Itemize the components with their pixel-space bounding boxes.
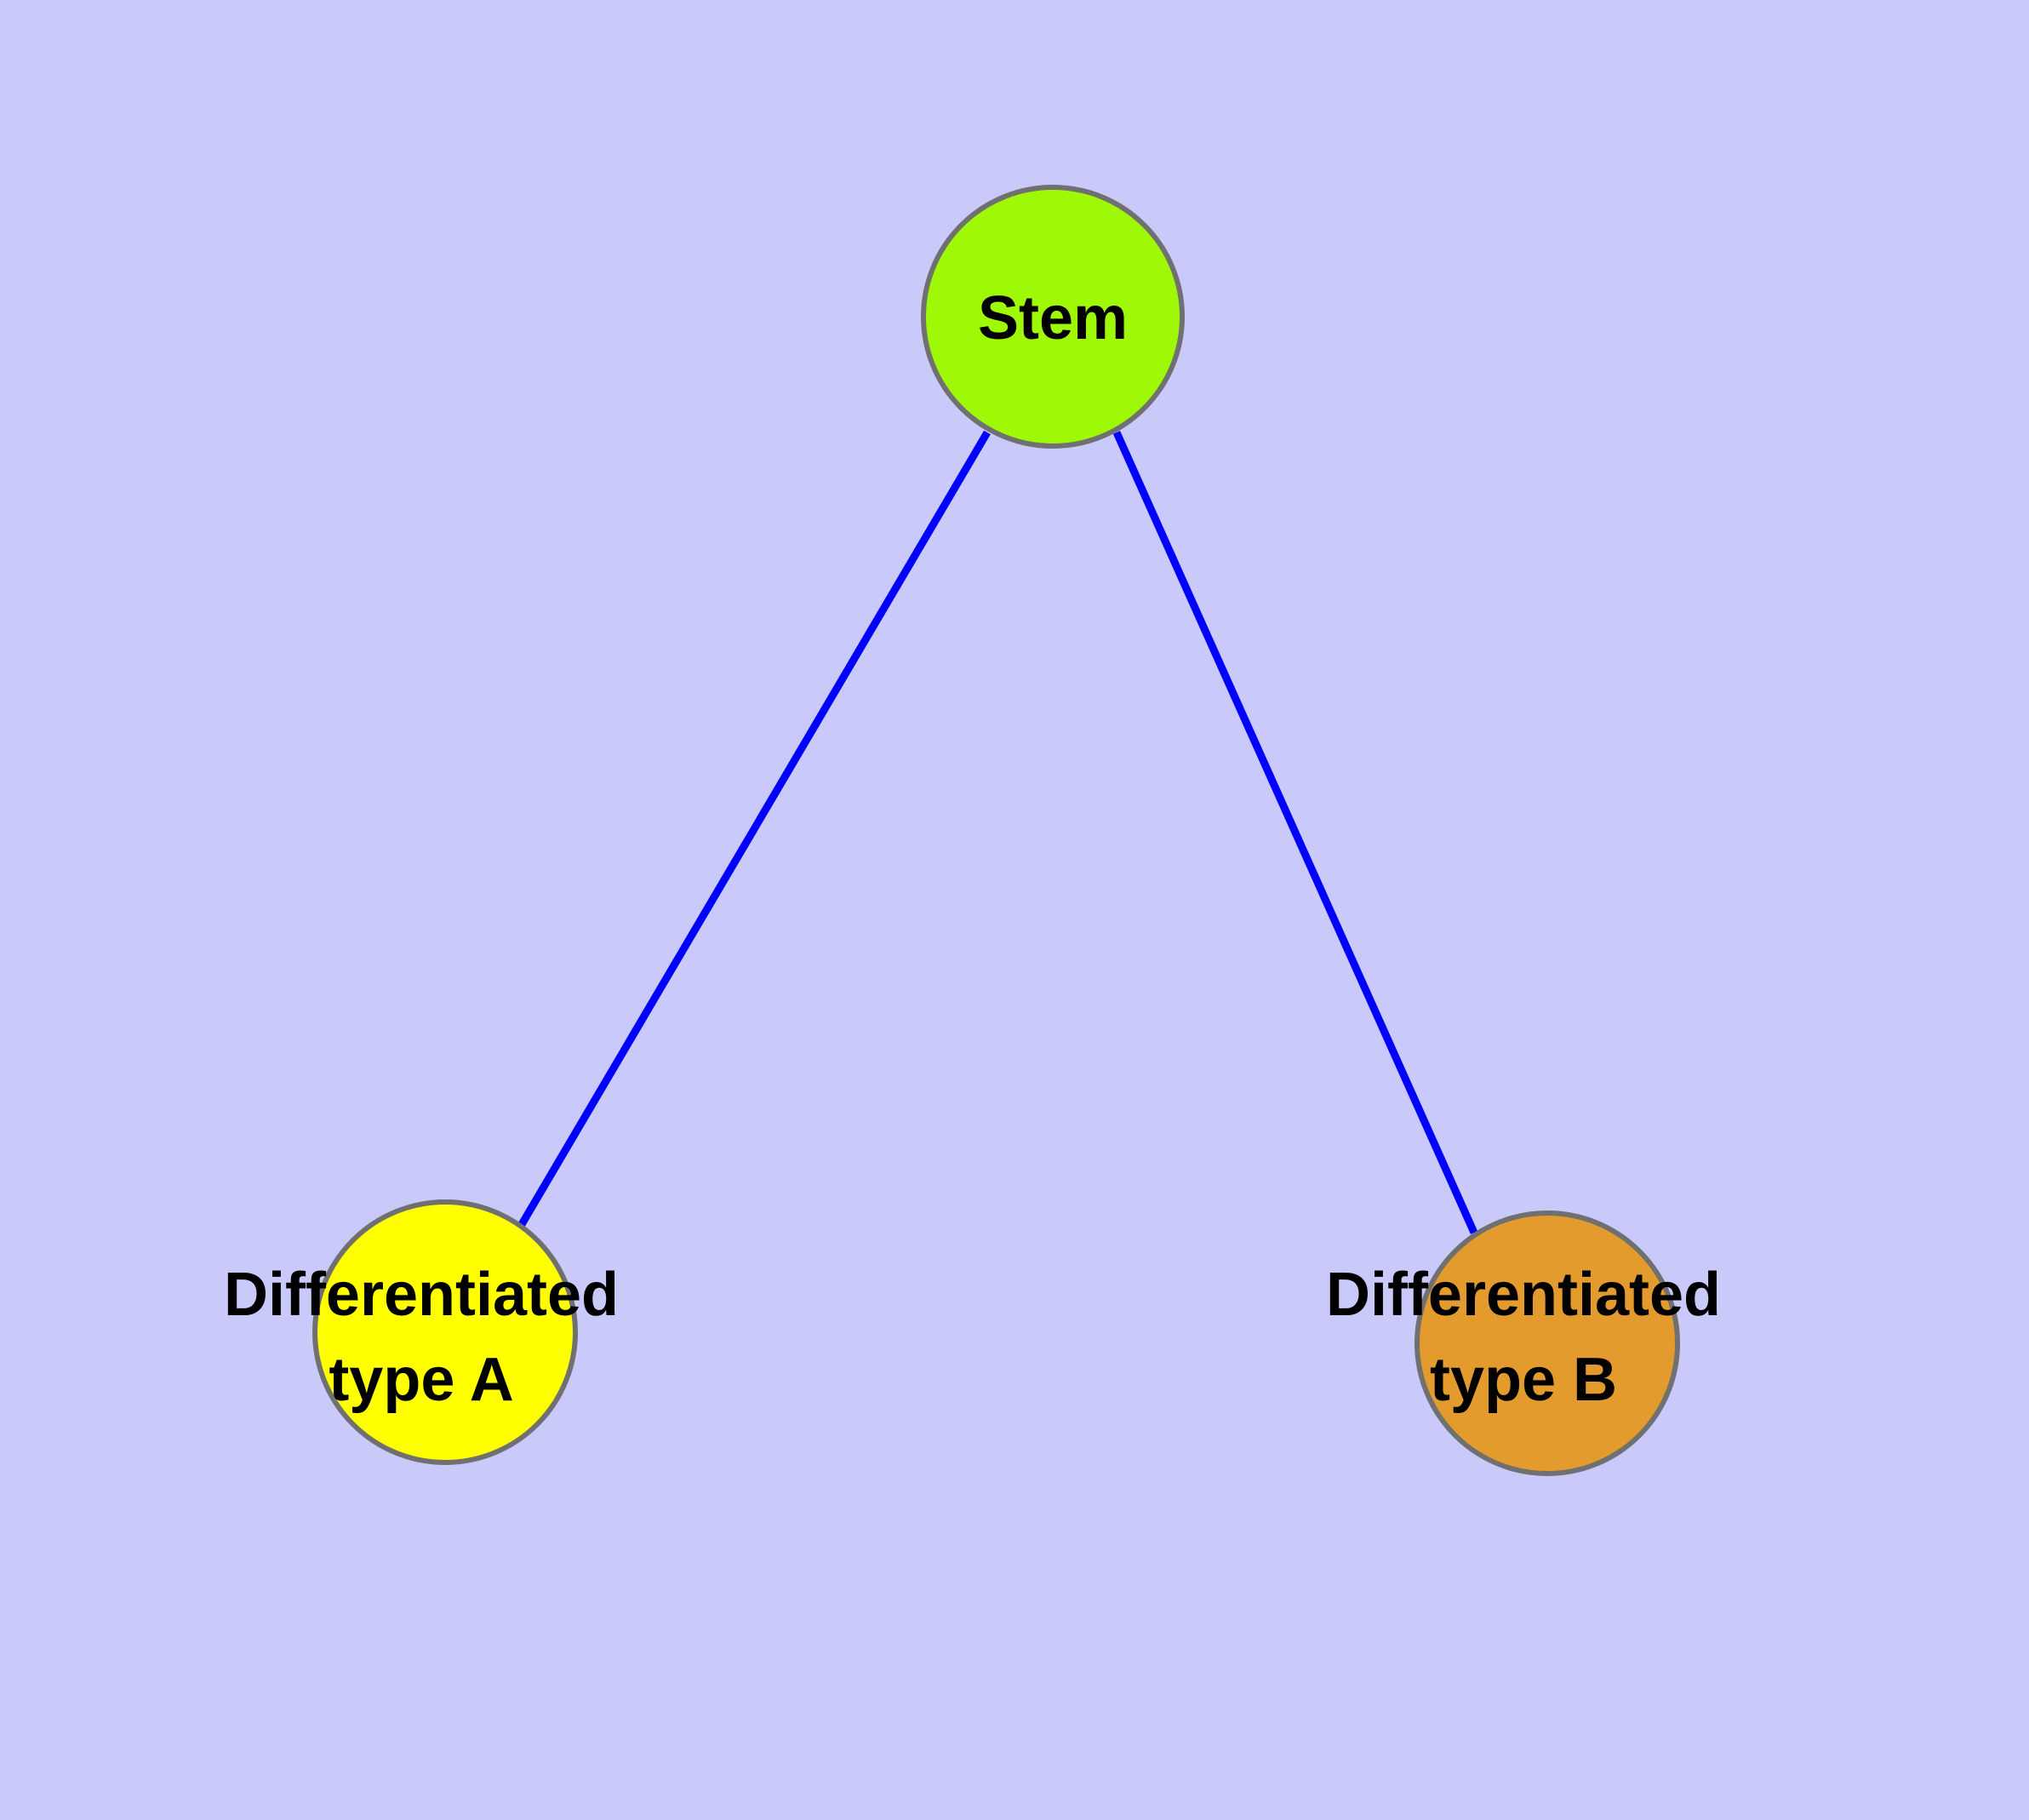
- node-diff-a[interactable]: [312, 1199, 578, 1465]
- node-stem-circle[interactable]: [921, 185, 1185, 449]
- node-stem-label: Stem: [978, 284, 1128, 352]
- edge-stem-to-diff-b[interactable]: [1112, 431, 1478, 1234]
- node-diff-a-label-line2: type A: [329, 1346, 513, 1414]
- node-stem[interactable]: [921, 185, 1185, 449]
- edge-stem-to-diff-a[interactable]: [517, 430, 991, 1228]
- node-diff-a-circle[interactable]: [312, 1199, 578, 1465]
- edge-layer: [517, 430, 1478, 1234]
- node-diff-a-label-line1: Differentiated: [224, 1261, 619, 1329]
- node-diff-b-label-line2: type B: [1430, 1346, 1617, 1414]
- node-diff-b-circle[interactable]: [1415, 1210, 1680, 1476]
- label-layer: Stem Differentiated type A Differentiate…: [224, 284, 1721, 1414]
- node-diff-b-label-line1: Differentiated: [1326, 1261, 1721, 1329]
- node-diff-b[interactable]: [1415, 1210, 1680, 1476]
